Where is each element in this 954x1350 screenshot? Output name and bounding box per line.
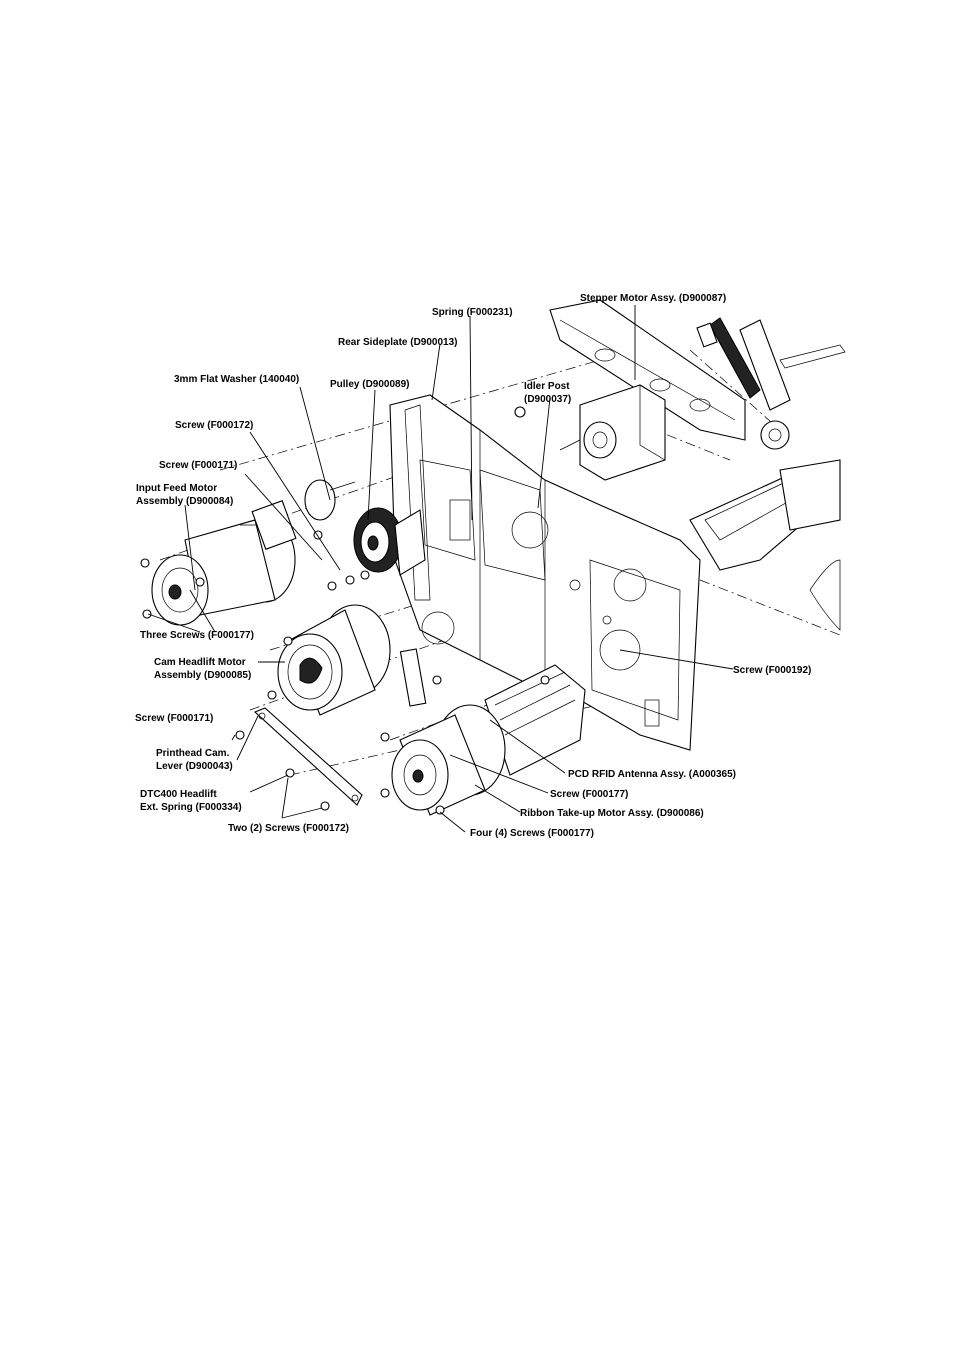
label-pcd-rfid: PCD RFID Antenna Assy. (A000365) <box>568 769 736 780</box>
label-screw-f000177: Screw (F000177) <box>550 789 628 800</box>
label-cam-headlift-line1: Cam Headlift Motor <box>154 657 246 668</box>
label-idler-post-line2: (D900037) <box>524 394 571 405</box>
pulley-part <box>353 507 426 576</box>
callout-labels: Stepper Motor Assy. (D900087) Spring (F0… <box>135 293 811 839</box>
label-printhead-cam-line1: Printhead Cam. <box>156 748 230 759</box>
label-screw-f000172: Screw (F000172) <box>175 420 253 431</box>
label-three-screws: Three Screws (F000177) <box>140 630 254 641</box>
stepper-motor-part <box>559 384 666 481</box>
label-screw-f000171-top: Screw (F000171) <box>159 460 237 471</box>
label-idler-post-line1: Idler Post <box>524 381 570 392</box>
label-ribbon-motor: Ribbon Take-up Motor Assy. (D900086) <box>520 808 704 819</box>
stepper-motor-bracket-part <box>549 299 846 450</box>
label-spring: Spring (F000231) <box>432 307 513 318</box>
label-four-screws: Four (4) Screws (F000177) <box>470 828 594 839</box>
input-feed-motor-part <box>151 479 356 626</box>
rear-sideplate-part <box>389 394 701 751</box>
label-input-feed-line1: Input Feed Motor <box>136 483 217 494</box>
label-cam-headlift-line2: Assembly (D900085) <box>154 670 251 681</box>
label-dtc400-line2: Ext. Spring (F000334) <box>140 802 242 813</box>
leader-lines <box>147 305 734 833</box>
right-frame-part <box>689 459 841 631</box>
ribbon-takeup-motor-part <box>391 664 586 816</box>
cam-headlift-motor-part <box>277 604 427 716</box>
screws-group <box>140 406 550 815</box>
label-flat-washer: 3mm Flat Washer (140040) <box>174 374 299 385</box>
label-stepper-motor: Stepper Motor Assy. (D900087) <box>580 293 726 304</box>
printhead-cam-lever-part <box>253 707 363 806</box>
label-input-feed-line2: Assembly (D900084) <box>136 496 233 507</box>
label-printhead-cam-line2: Lever (D900043) <box>156 761 233 772</box>
label-pulley: Pulley (D900089) <box>330 379 410 390</box>
label-screw-f000192: Screw (F000192) <box>733 665 811 676</box>
label-screw-f000171-bottom: Screw (F000171) <box>135 713 213 724</box>
label-dtc400-line1: DTC400 Headlift <box>140 789 217 800</box>
label-rear-sideplate: Rear Sideplate (D900013) <box>338 337 458 348</box>
label-two-screws: Two (2) Screws (F000172) <box>228 823 349 834</box>
